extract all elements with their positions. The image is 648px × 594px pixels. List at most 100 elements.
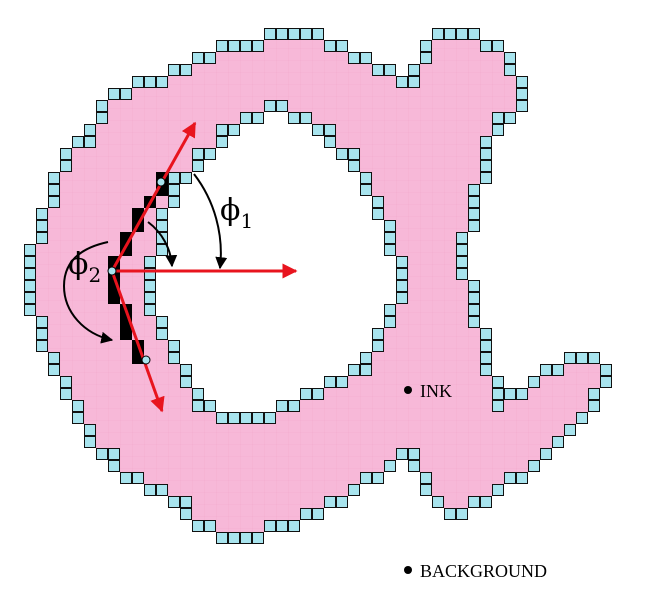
boundary-pixel	[312, 508, 324, 520]
boundary-pixel	[144, 256, 156, 268]
boundary-pixel	[228, 412, 240, 424]
boundary-pixel	[504, 388, 516, 400]
boundary-pixel	[432, 496, 444, 508]
boundary-pixel	[276, 400, 288, 412]
boundary-pixel	[492, 112, 504, 124]
boundary-pixel	[348, 148, 360, 160]
boundary-pixel	[96, 100, 108, 112]
boundary-pixel	[192, 520, 204, 532]
boundary-pixel	[300, 508, 312, 520]
boundary-pixel	[276, 520, 288, 532]
boundary-pixel	[216, 40, 228, 52]
boundary-pixel	[228, 40, 240, 52]
boundary-pixel	[384, 316, 396, 328]
boundary-pixel	[396, 448, 408, 460]
vector-upper	[110, 121, 197, 272]
contour-pixel	[120, 328, 132, 340]
boundary-pixel	[228, 124, 240, 136]
boundary-pixel	[264, 520, 276, 532]
boundary-pixel	[144, 280, 156, 292]
boundary-pixel	[360, 172, 372, 184]
ink-pixel-grid	[36, 40, 600, 532]
boundary-pixel	[276, 100, 288, 112]
boundary-pixel	[168, 64, 180, 76]
sample-point-lower	[141, 355, 151, 365]
boundary-pixel	[144, 268, 156, 280]
boundary-pixel	[156, 208, 168, 220]
boundary-pixel	[108, 448, 120, 460]
phi2-arc	[62, 241, 114, 344]
boundary-pixel	[312, 28, 324, 40]
boundary-pixel	[444, 28, 456, 40]
boundary-pixel	[420, 472, 432, 484]
boundary-pixel	[180, 64, 192, 76]
boundary-pixel	[468, 316, 480, 328]
boundary-pixel	[504, 52, 516, 64]
boundary-pixel	[432, 28, 444, 40]
phi1-inner-arc	[147, 221, 178, 268]
boundary-pixel	[72, 412, 84, 424]
boundary-pixel	[516, 88, 528, 100]
boundary-pixel	[240, 112, 252, 124]
boundary-pixel	[24, 304, 36, 316]
boundary-pixel	[252, 412, 264, 424]
boundary-pixel	[72, 136, 84, 148]
background-boundary-pixels	[24, 28, 612, 544]
boundary-pixel	[24, 268, 36, 280]
boundary-pixel	[36, 220, 48, 232]
boundary-pixel	[168, 196, 180, 208]
boundary-pixel	[360, 364, 372, 376]
boundary-pixel	[288, 520, 300, 532]
boundary-pixel	[48, 184, 60, 196]
boundary-pixel	[192, 388, 204, 400]
boundary-pixel	[120, 472, 132, 484]
boundary-pixel	[240, 532, 252, 544]
ink-point	[404, 386, 412, 394]
boundary-pixel	[60, 148, 72, 160]
boundary-pixel	[324, 40, 336, 52]
boundary-pixel	[504, 472, 516, 484]
boundary-pixel	[348, 160, 360, 172]
boundary-pixel	[480, 496, 492, 508]
boundary-pixel	[456, 508, 468, 520]
contour-pixel	[108, 292, 120, 304]
angle-arcs	[62, 173, 228, 344]
boundary-pixel	[492, 40, 504, 52]
boundary-pixel	[384, 460, 396, 472]
boundary-pixel	[420, 40, 432, 52]
boundary-pixel	[492, 388, 504, 400]
boundary-pixel	[360, 184, 372, 196]
boundary-pixel	[456, 256, 468, 268]
boundary-pixel	[192, 148, 204, 160]
boundary-pixel	[492, 124, 504, 136]
boundary-pixel	[36, 328, 48, 340]
sample-point-origin	[107, 266, 117, 276]
boundary-pixel	[468, 28, 480, 40]
boundary-pixel	[288, 28, 300, 40]
boundary-pixel	[84, 424, 96, 436]
background-label: BACKGROUND	[420, 561, 547, 581]
boundary-pixel	[216, 532, 228, 544]
boundary-pixel	[336, 376, 348, 388]
boundary-pixel	[396, 256, 408, 268]
boundary-pixel	[48, 196, 60, 208]
boundary-pixel	[480, 160, 492, 172]
boundary-pixel	[36, 340, 48, 352]
boundary-pixel	[180, 364, 192, 376]
boundary-pixel	[480, 340, 492, 352]
boundary-pixel	[372, 208, 384, 220]
boundary-pixel	[480, 352, 492, 364]
boundary-pixel	[192, 160, 204, 172]
boundary-pixel	[156, 484, 168, 496]
boundary-pixel	[516, 388, 528, 400]
boundary-pixel	[384, 244, 396, 256]
vectors	[110, 121, 298, 413]
boundary-pixel	[264, 412, 276, 424]
phi1-arc	[193, 173, 228, 270]
boundary-pixel	[96, 112, 108, 124]
boundary-pixel	[48, 172, 60, 184]
boundary-pixel	[384, 232, 396, 244]
boundary-pixel	[216, 412, 228, 424]
ink-grid-texture	[36, 40, 600, 532]
boundary-pixel	[240, 412, 252, 424]
